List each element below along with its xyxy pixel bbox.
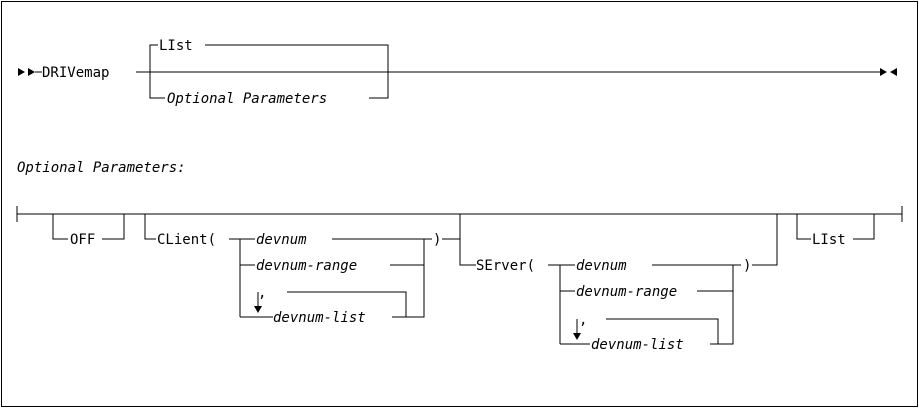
server-keyword: SErver( — [476, 258, 535, 274]
client-devnum: devnum — [256, 232, 307, 248]
server-devnum-range: devnum-range — [576, 284, 677, 300]
client-keyword: CLient( — [157, 232, 216, 248]
end-arrow-icon — [890, 68, 897, 76]
command-name: DRIVemap — [42, 65, 109, 81]
client-devnum-list: devnum-list — [273, 310, 366, 326]
start-arrow-icon — [28, 68, 35, 76]
client-server-group: CLient( devnum devnum-range devnum-list … — [144, 214, 778, 353]
optional-parameters-ref: Optional Parameters — [167, 91, 327, 107]
server-devnum-list: devnum-list — [591, 337, 684, 353]
client-repeat-separator: , — [258, 285, 266, 301]
server-close-paren: ) — [743, 258, 751, 274]
client-close-paren: ) — [433, 232, 441, 248]
start-arrow-icon — [18, 68, 25, 76]
server-repeat-arrow-icon — [573, 333, 581, 340]
off-option: OFF — [70, 232, 95, 248]
optional-parameters-fragment: OFF CLient( devnum devnum-range devnum-l… — [16, 206, 903, 353]
client-devnum-range: devnum-range — [256, 258, 357, 274]
server-devnum: devnum — [576, 258, 627, 274]
default-list-option: LIst — [159, 38, 193, 54]
client-repeat-arrow-icon — [254, 306, 262, 313]
list-option: LIst — [812, 232, 846, 248]
server-repeat-separator: , — [579, 312, 587, 328]
end-arrow-icon — [880, 68, 887, 76]
main-syntax-line: DRIVemap LIst Optional Parameters — [18, 38, 897, 107]
optional-parameters-title: Optional Parameters: — [17, 160, 186, 176]
